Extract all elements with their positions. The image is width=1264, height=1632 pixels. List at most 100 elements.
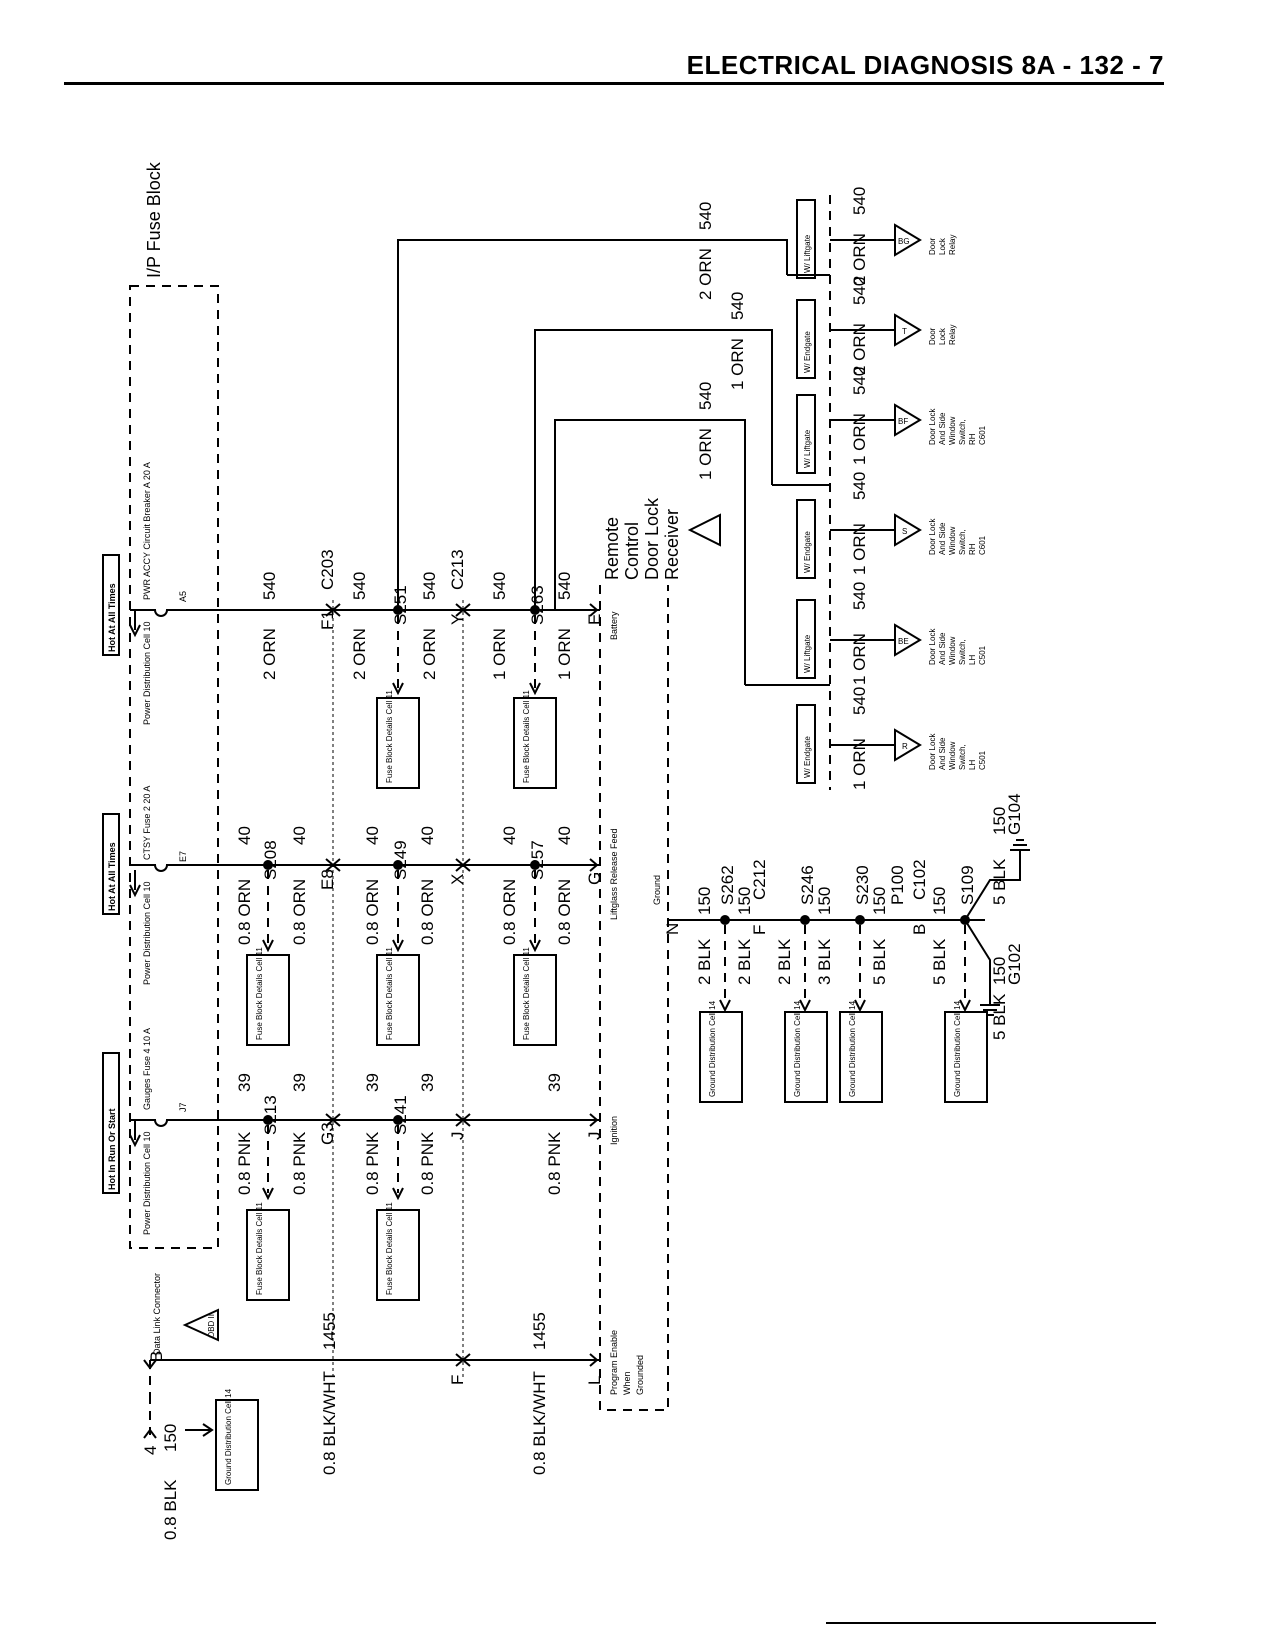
svg-text:540: 540	[850, 687, 869, 715]
splice-s263-label: S263	[528, 585, 547, 625]
connector-p100: P100	[888, 865, 907, 905]
svg-text:Ground Distribution Cell 14: Ground Distribution Cell 14	[953, 1000, 962, 1097]
fuse-block-details-box-3: Fuse Block Details Cell 11	[246, 947, 290, 1046]
load-t: T 2 ORN 540 Door Lock Relay	[830, 277, 957, 375]
option-liftgate-be[interactable]: W/ Liftgate	[796, 599, 816, 679]
svg-text:1 ORN: 1 ORN	[850, 413, 869, 465]
connector-c203: C203	[318, 549, 337, 590]
svg-text:And Side: And Side	[938, 412, 947, 445]
wire-label-orn08-2: 0.8 ORN	[290, 879, 309, 945]
svg-text:R: R	[902, 742, 908, 751]
connector-f: F	[448, 1375, 467, 1385]
svg-text:LH: LH	[968, 655, 977, 665]
svg-text:T: T	[902, 327, 907, 336]
splice-s251-label: S251	[391, 585, 410, 625]
svg-text:Window: Window	[948, 526, 957, 555]
fuse-pwr-accy-label: PWR ACCY Circuit Breaker A 20 A	[142, 462, 152, 600]
svg-text:Hot At All Times: Hot At All Times	[107, 842, 117, 911]
svg-text:Data Link Connector: Data Link Connector	[152, 1273, 162, 1355]
svg-text:Ground Distribution Cell 14: Ground Distribution Cell 14	[848, 1000, 857, 1097]
splice-s230	[855, 915, 865, 925]
power-distribution-3: Power Distribution Cell 10	[129, 610, 152, 725]
fuse-block-details-box-1: Fuse Block Details Cell 11	[246, 1202, 290, 1301]
hot-label-run-start: Hot In Run Or Start	[102, 1052, 120, 1194]
svg-text:2 ORN: 2 ORN	[850, 323, 869, 375]
option-liftgate-bf[interactable]: W/ Liftgate	[796, 394, 816, 474]
ground-g104: 5 BLK 150 G104	[964, 793, 1030, 921]
fuse-ctsy-label: CTSY Fuse 2 20 A	[142, 786, 152, 860]
svg-text:Fuse Block Details Cell 11: Fuse Block Details Cell 11	[385, 947, 394, 1040]
splice-s109-label: S109	[958, 865, 977, 905]
wire-label-40-4: 40	[418, 826, 437, 845]
svg-text:Ground Distribution Cell 14: Ground Distribution Cell 14	[708, 1000, 717, 1097]
svg-text:Fuse Block Details Cell 11: Fuse Block Details Cell 11	[385, 1202, 394, 1295]
fuse-block-details-drops	[262, 615, 541, 1201]
fuse-block-details-box-7: Fuse Block Details Cell 11	[513, 690, 557, 789]
svg-text:Door Lock: Door Lock	[928, 408, 937, 445]
splice-s208-label: S208	[261, 840, 280, 880]
connector-n: N	[663, 923, 682, 935]
wire-label-2orn-3: 2 ORN	[420, 628, 439, 680]
wire-150-2: 150	[735, 887, 754, 915]
svg-text:Fuse Block Details Cell 11: Fuse Block Details Cell 11	[522, 690, 531, 783]
connector-c102: C102	[910, 859, 929, 900]
splice-s246-label: S246	[798, 865, 817, 905]
branch-540-a: 540	[696, 202, 715, 230]
svg-text:5 BLK: 5 BLK	[990, 993, 1009, 1040]
svg-text:Power Distribution Cell 10: Power Distribution Cell 10	[142, 621, 152, 725]
wire-label-540-3: 540	[420, 572, 439, 600]
svg-text:OBD II: OBD II	[207, 1314, 216, 1338]
svg-text:Power Distribution Cell 10: Power Distribution Cell 10	[142, 1131, 152, 1235]
hot-label-all-times-ctsy: Hot At All Times	[102, 813, 120, 915]
wire-label-1455-2: 1455	[530, 1312, 549, 1350]
wire-label-540-1: 540	[260, 572, 279, 600]
obd-badge: OBD II	[182, 1308, 219, 1342]
svg-text:1 ORN: 1 ORN	[850, 633, 869, 685]
svg-text:Door Lock: Door Lock	[928, 628, 937, 665]
ground-distribution-box-4: Ground Distribution Cell 14	[944, 1000, 988, 1103]
svg-text:C501: C501	[978, 645, 987, 665]
option-liftgate-bg[interactable]: W/ Liftgate	[796, 199, 816, 279]
wire-label-orn08-1: 0.8 ORN	[235, 879, 254, 945]
svg-text:BE: BE	[898, 637, 909, 646]
splice-s213	[263, 1115, 273, 1125]
wire-150-4: 150	[870, 887, 889, 915]
svg-text:And Side: And Side	[938, 632, 947, 665]
svg-text:Lock: Lock	[938, 327, 947, 345]
wire-label-39-3: 39	[363, 1073, 382, 1092]
svg-text:5 BLK: 5 BLK	[990, 858, 1009, 905]
wire-150-3: 150	[815, 887, 834, 915]
connector-j2: J	[585, 1132, 604, 1141]
option-endgate-t[interactable]: W/ Endgate	[796, 299, 816, 379]
connector-g: G	[585, 872, 604, 885]
hot-label-all-times-pwr: Hot At All Times	[102, 554, 120, 656]
svg-text:Fuse Block Details Cell 11: Fuse Block Details Cell 11	[255, 1202, 264, 1295]
svg-text:BF: BF	[898, 417, 908, 426]
wire-label-39-5: 39	[545, 1073, 564, 1092]
ip-fuse-block-outline	[129, 285, 219, 1249]
svg-text:Remote: Remote	[602, 517, 622, 580]
splice-s241-label: S241	[391, 1095, 410, 1135]
branch-s263-endgate	[534, 329, 773, 610]
wire-5blk-2: 5 BLK	[930, 938, 949, 985]
option-endgate-r[interactable]: W/ Endgate	[796, 704, 816, 784]
ground-g102: 5 BLK 150 G102	[964, 919, 1024, 1040]
pin-program-2: When	[622, 1371, 632, 1395]
connector-e: E	[585, 614, 604, 625]
option-endgate-s[interactable]: W/ Endgate	[796, 499, 816, 579]
wire-5blk-1: 5 BLK	[870, 938, 889, 985]
wire-label-orn08-4: 0.8 ORN	[418, 879, 437, 945]
svg-text:Receiver: Receiver	[662, 509, 682, 580]
fuse-block-label: I/P Fuse Block	[144, 161, 164, 278]
pin-ground: Ground	[652, 875, 662, 905]
svg-text:And Side: And Side	[938, 522, 947, 555]
svg-text:Fuse Block Details Cell 11: Fuse Block Details Cell 11	[522, 947, 531, 1040]
wire-label-40-5: 40	[500, 826, 519, 845]
svg-text:Window: Window	[948, 636, 957, 665]
wire-label-540-5: 540	[555, 572, 574, 600]
svg-text:W/ Endgate: W/ Endgate	[803, 531, 812, 573]
splice-s230-label: S230	[853, 865, 872, 905]
svg-text:LH: LH	[968, 760, 977, 770]
wire-label-pnk-1: 0.8 PNK	[235, 1131, 254, 1195]
